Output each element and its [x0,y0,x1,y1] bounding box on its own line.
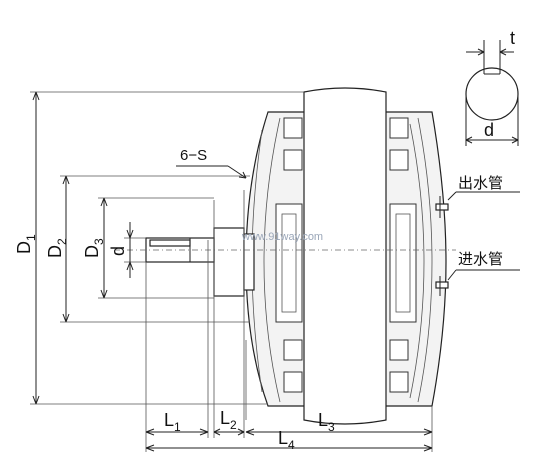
label-d-key: d [484,120,494,140]
water-pipes [435,196,449,296]
label-t: t [510,28,515,48]
watermark: www.91way.com [241,231,323,243]
label-d-shaft: d [108,246,128,256]
label-L3: L3 [318,410,335,434]
front-plate [213,227,245,297]
length-dimensions [145,190,433,452]
label-D1: D1 [14,234,38,254]
dimension-labels: D1 D2 D3 d t d L1 L2 L3 L4 6−S 出水管 进水管 w… [14,28,515,452]
right-windows [389,117,417,393]
left-windows [275,117,303,393]
diameter-dimensions [30,91,304,405]
label-D2: D2 [45,238,69,258]
shaft-end-view [465,40,519,146]
central-drum [303,87,387,425]
label-water-outlet: 出水管 [458,174,503,192]
leader-lines [176,165,520,281]
label-bolts: 6−S [180,147,207,164]
label-D3: D3 [82,238,106,258]
label-L4: L4 [278,428,295,452]
label-L1: L1 [164,410,181,434]
label-water-inlet: 进水管 [458,250,503,268]
label-L2: L2 [220,408,237,432]
